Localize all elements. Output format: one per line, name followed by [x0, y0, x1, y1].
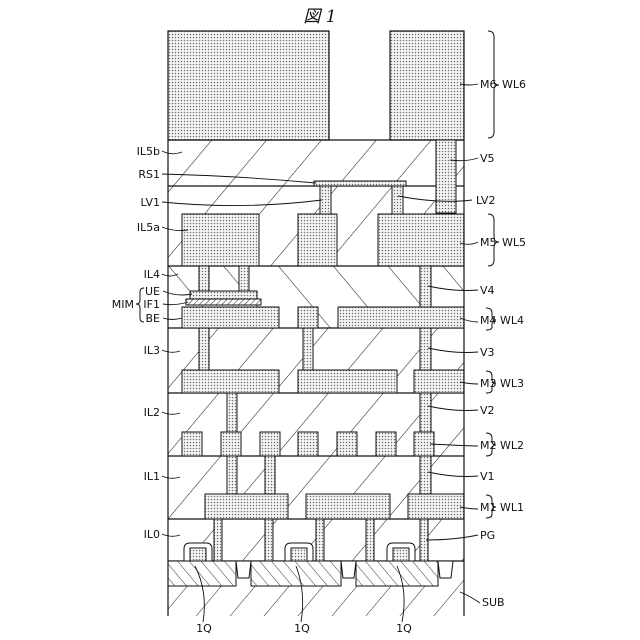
label-il5a: IL5a [137, 221, 160, 234]
v1-via-3 [420, 456, 431, 494]
label-sub: SUB [482, 596, 505, 609]
label-v4: V4 [480, 284, 495, 297]
transistor-2 [285, 543, 313, 561]
v3-via-2 [303, 328, 313, 370]
m6-pad-left [168, 31, 329, 140]
transistor-1 [184, 543, 212, 561]
label-1q-1: 1Q [196, 622, 212, 635]
label-m3: M3 [480, 377, 497, 390]
mim-upper-electrode [190, 291, 257, 299]
label-m4: M4 [480, 314, 497, 327]
v2-via-2 [420, 393, 431, 432]
m4-block-2 [298, 307, 318, 328]
pg-plug-3 [316, 519, 324, 561]
m5-block-1 [182, 214, 259, 266]
gate-electrode-3 [393, 548, 409, 561]
label-il5b: IL5b [137, 145, 160, 158]
label-lv1: LV1 [141, 196, 160, 209]
well-1 [168, 561, 236, 586]
m6-pad-right [390, 31, 464, 140]
isolation-2 [341, 561, 356, 578]
label-wl4: WL4 [500, 314, 524, 327]
v1-via-1 [227, 456, 237, 494]
label-wl1: WL1 [500, 501, 524, 514]
il5b-layer [168, 140, 464, 186]
label-il2: IL2 [144, 406, 160, 419]
label-mim: MIM [112, 298, 134, 311]
v5-via [436, 140, 456, 213]
label-1q-2: 1Q [294, 622, 310, 635]
gate-electrode-2 [291, 548, 307, 561]
pg-plug-2 [265, 519, 273, 561]
m2-block-3 [260, 432, 280, 456]
label-wl3: WL3 [500, 377, 524, 390]
label-ue: UE [145, 285, 160, 298]
m5-block-3 [378, 214, 464, 266]
label-v5: V5 [480, 152, 495, 165]
v1-via-2 [265, 456, 275, 494]
isolation-3 [438, 561, 453, 578]
label-m1: M1 [480, 501, 497, 514]
m1-block-2 [306, 494, 390, 519]
label-1q-3: 1Q [396, 622, 412, 635]
m3-block-2 [298, 370, 397, 393]
label-lv2: LV2 [476, 194, 495, 207]
lv2-via [392, 186, 403, 214]
m2-block-5 [337, 432, 357, 456]
label-m6: M6 [480, 78, 497, 91]
label-wl2: WL2 [500, 439, 524, 452]
label-wl6: WL6 [502, 78, 526, 91]
label-if1: IF1 [143, 298, 160, 311]
label-rs1: RS1 [138, 168, 160, 181]
pg-plug-1 [214, 519, 222, 561]
m2-block-6 [376, 432, 396, 456]
label-wl5: WL5 [502, 236, 526, 249]
label-v3: V3 [480, 346, 495, 359]
m3-block-1 [182, 370, 279, 393]
m4-block-3 [338, 307, 464, 328]
v4-via-mim-right [239, 266, 249, 291]
label-il0: IL0 [144, 528, 160, 541]
pg-plug-4 [366, 519, 374, 561]
mim-insulating-film [186, 299, 261, 305]
label-il4: IL4 [144, 268, 160, 281]
label-v1: V1 [480, 470, 495, 483]
label-il3: IL3 [144, 344, 160, 357]
m5-block-2 [298, 214, 337, 266]
m3-block-3 [414, 370, 464, 393]
label-m5: M5 [480, 236, 497, 249]
m1-block-3 [408, 494, 464, 519]
m1-block-1 [205, 494, 288, 519]
m2-block-4 [298, 432, 318, 456]
v3-via-3 [420, 328, 431, 370]
v4-via-mim-left [199, 266, 209, 291]
label-m2: M2 [480, 439, 497, 452]
label-il1: IL1 [144, 470, 160, 483]
label-be: BE [146, 312, 161, 325]
gate-electrode-1 [190, 548, 206, 561]
m2-block-2 [221, 432, 241, 456]
v2-via-1 [227, 393, 237, 432]
rs1-resistor [314, 181, 406, 186]
isolation-1 [236, 561, 251, 578]
v3-via-1 [199, 328, 209, 370]
well-2 [251, 561, 341, 586]
well-3 [356, 561, 438, 586]
substrate-wells [168, 561, 438, 586]
m2-block-1 [182, 432, 202, 456]
label-v2: V2 [480, 404, 495, 417]
m4-bottom-electrode [182, 307, 279, 328]
transistor-3 [387, 543, 415, 561]
label-pg: PG [480, 529, 495, 542]
figure-title: 図 1 [303, 7, 336, 27]
